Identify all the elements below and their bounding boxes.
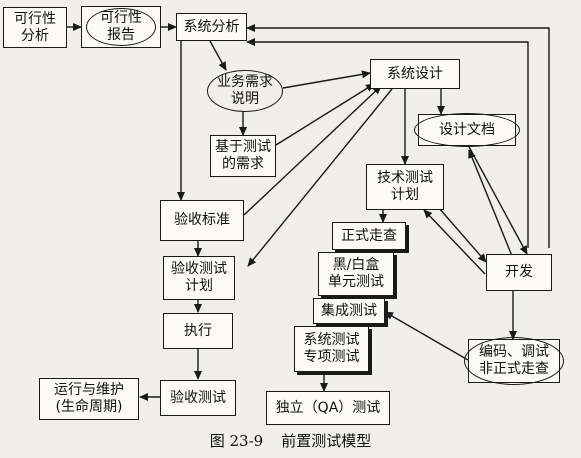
node-operation-maintenance: 运行与维护 (生命周期) — [39, 378, 139, 420]
node-test-based-requirements: 基于测试 的需求 — [210, 135, 276, 177]
node-system-special-test: 系统测试 专项测试 — [294, 326, 369, 372]
node-feasibility-analysis: 可行性 分析 — [3, 7, 67, 48]
node-integration-test: 集成测试 — [313, 298, 385, 324]
figure-title: 前置测试模型 — [281, 432, 372, 450]
node-system-analysis: 系统分析 — [176, 13, 247, 41]
node-execution: 执行 — [163, 313, 233, 349]
coding-debug-ellipse — [464, 337, 564, 385]
node-acceptance-test: 验收测试 — [160, 380, 236, 416]
node-development: 开发 — [486, 254, 552, 291]
node-technical-test-plan: 技术测试 计划 — [366, 164, 444, 210]
figure-caption: 图 23-9 前置测试模型 — [0, 430, 581, 451]
feasibility-report-ellipse — [86, 8, 156, 46]
node-independent-qa-test: 独立（QA）测试 — [266, 391, 390, 425]
node-acceptance-criteria: 验收标准 — [160, 200, 244, 241]
node-acceptance-test-plan: 验收测试 计划 — [163, 256, 235, 300]
node-business-requirements: 业务需求 说明 — [207, 70, 283, 112]
node-system-design: 系统设计 — [370, 59, 460, 89]
figure-number: 图 23-9 — [209, 432, 264, 450]
design-document-ellipse — [414, 113, 520, 147]
node-formal-walkthrough: 正式走查 — [332, 222, 406, 250]
node-bw-unit-test: 黑/白盒 单元测试 — [318, 252, 394, 296]
